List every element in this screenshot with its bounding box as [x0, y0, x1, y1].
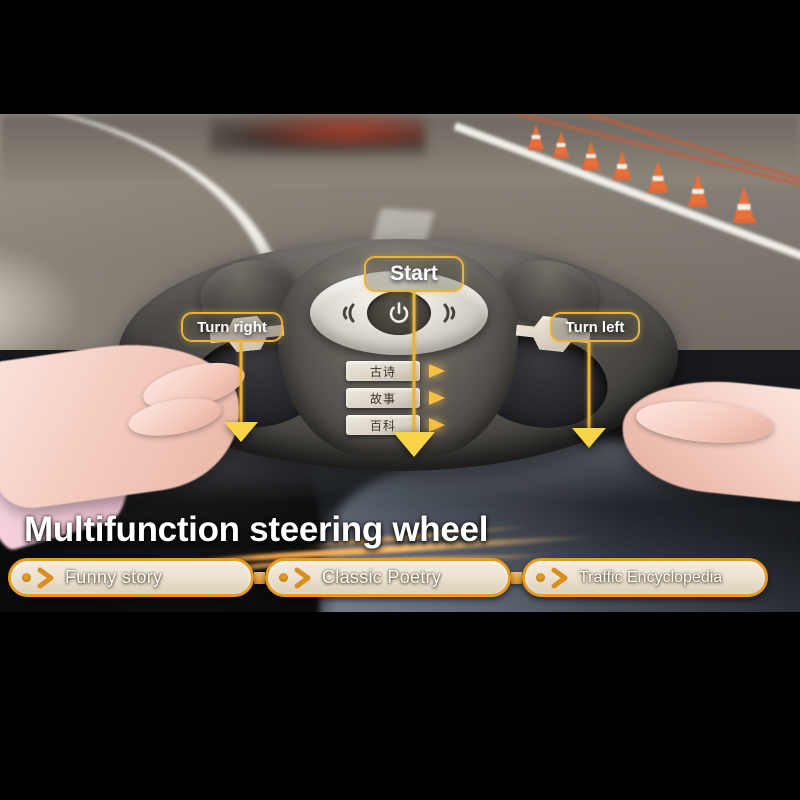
function-row: 故事 — [346, 388, 476, 408]
traffic-cone — [582, 141, 600, 170]
page-title: Multifunction steering wheel — [24, 510, 489, 549]
feature-pill-traffic-encyclopedia[interactable]: Traffic Encyclopedia — [522, 558, 768, 597]
callout-start[interactable]: Start — [352, 256, 476, 457]
sound-wave-right-icon — [443, 303, 456, 323]
distant-race-car — [210, 114, 425, 156]
callout-start-arrow-icon — [393, 432, 435, 457]
callout-turn-left-label: Turn left — [549, 312, 641, 342]
bullet-dot-icon — [279, 573, 288, 582]
letterbox-top — [0, 0, 800, 114]
chevron-right-icon — [37, 567, 54, 588]
poetry-button[interactable]: 古诗 — [346, 361, 420, 381]
function-row: 古诗 — [346, 361, 476, 381]
traffic-cone — [553, 131, 569, 158]
feature-pill-label: Classic Poetry — [322, 567, 442, 587]
feature-pill-funny-story[interactable]: Funny story — [8, 558, 254, 597]
function-button-group: 古诗 故事 百科 — [346, 361, 476, 442]
callout-turn-right-label: Turn right — [181, 312, 283, 342]
callout-turn-right[interactable]: Turn right — [176, 312, 288, 442]
callout-turn-right-stem — [239, 342, 243, 424]
callout-turn-left-stem — [587, 342, 591, 430]
led-indicator-encyclopedia — [429, 418, 445, 432]
feature-band: Multifunction steering wheel Funny story… — [0, 510, 800, 612]
led-indicator-story — [429, 391, 445, 405]
feature-pill-label: Traffic Encyclopedia — [579, 568, 723, 586]
traffic-cone — [688, 173, 709, 207]
traffic-cone — [648, 161, 669, 193]
function-row: 百科 — [346, 415, 476, 435]
story-button[interactable]: 故事 — [346, 388, 420, 408]
traffic-cone — [613, 150, 631, 180]
callout-start-stem — [412, 292, 416, 433]
power-icon — [367, 291, 431, 335]
callout-turn-left-arrow-icon — [571, 428, 606, 448]
pill-connector — [254, 571, 265, 584]
callout-turn-right-arrow-icon — [223, 422, 258, 442]
callout-start-label: Start — [364, 256, 464, 292]
feature-pill-row: Funny story Classic Poetry Tra — [8, 558, 796, 597]
letterbox-bottom — [0, 612, 800, 800]
pill-connector — [511, 571, 522, 584]
product-photo: 古诗 故事 百科 Start — [0, 114, 800, 612]
callout-turn-left[interactable]: Turn left — [544, 312, 646, 448]
led-indicator-poetry — [429, 364, 445, 378]
bullet-dot-icon — [536, 573, 545, 582]
chevron-right-icon — [294, 567, 311, 588]
traffic-cone — [733, 186, 756, 223]
bullet-dot-icon — [22, 573, 31, 582]
feature-pill-label: Funny story — [65, 567, 163, 587]
feature-pill-classic-poetry[interactable]: Classic Poetry — [265, 558, 511, 597]
chevron-right-icon — [551, 567, 568, 588]
traffic-cone — [528, 124, 544, 150]
sound-wave-left-icon — [342, 303, 355, 323]
encyclopedia-button[interactable]: 百科 — [346, 415, 420, 435]
